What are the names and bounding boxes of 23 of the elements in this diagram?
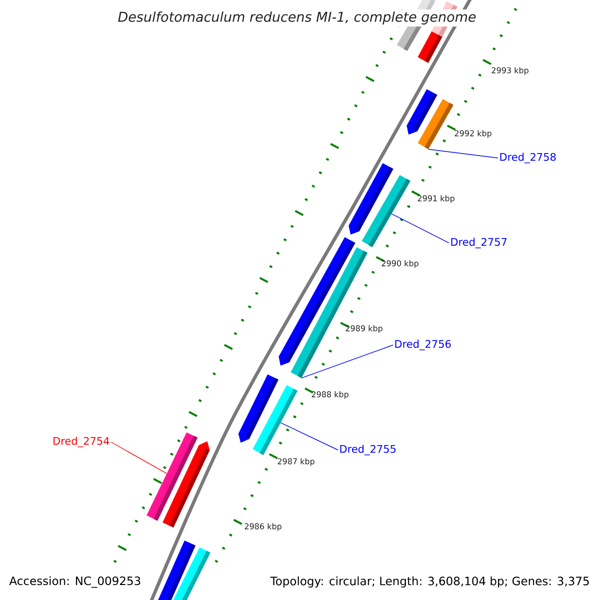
gene-bar [146,432,198,521]
leader-line [428,148,498,158]
gene-bar [252,385,298,456]
tick-label: 2989 kbp [346,325,382,333]
gene-bar [418,99,454,150]
leader-line [280,422,338,450]
gene-bar [362,175,410,248]
leader-line [301,344,394,378]
tick-label: 2990 kbp [382,260,418,268]
gene-label: Dred_2758 [500,152,556,164]
leader-line [391,213,450,244]
leader-line [110,442,167,474]
gene-label: Dred_2756 [395,340,451,350]
gene-bar [290,247,368,378]
title: Desulfotomaculum reducens MI-1, complete genome [116,9,478,27]
gene-label: Dred_2754 [54,436,110,448]
gene-label: Dred_2755 [340,444,396,456]
tick-label: 2993 kbp [492,67,528,75]
gene-label: Dred_2757 [451,238,507,248]
accession-text: Accession: NC_009253 [9,576,140,588]
tick-label: 2988 kbp [312,391,348,399]
genome-info-text: Topology: circular; Length: 3,608,104 bp; Genes: 3,375 [270,576,589,588]
tick-label: 2986 kbp [244,523,282,531]
